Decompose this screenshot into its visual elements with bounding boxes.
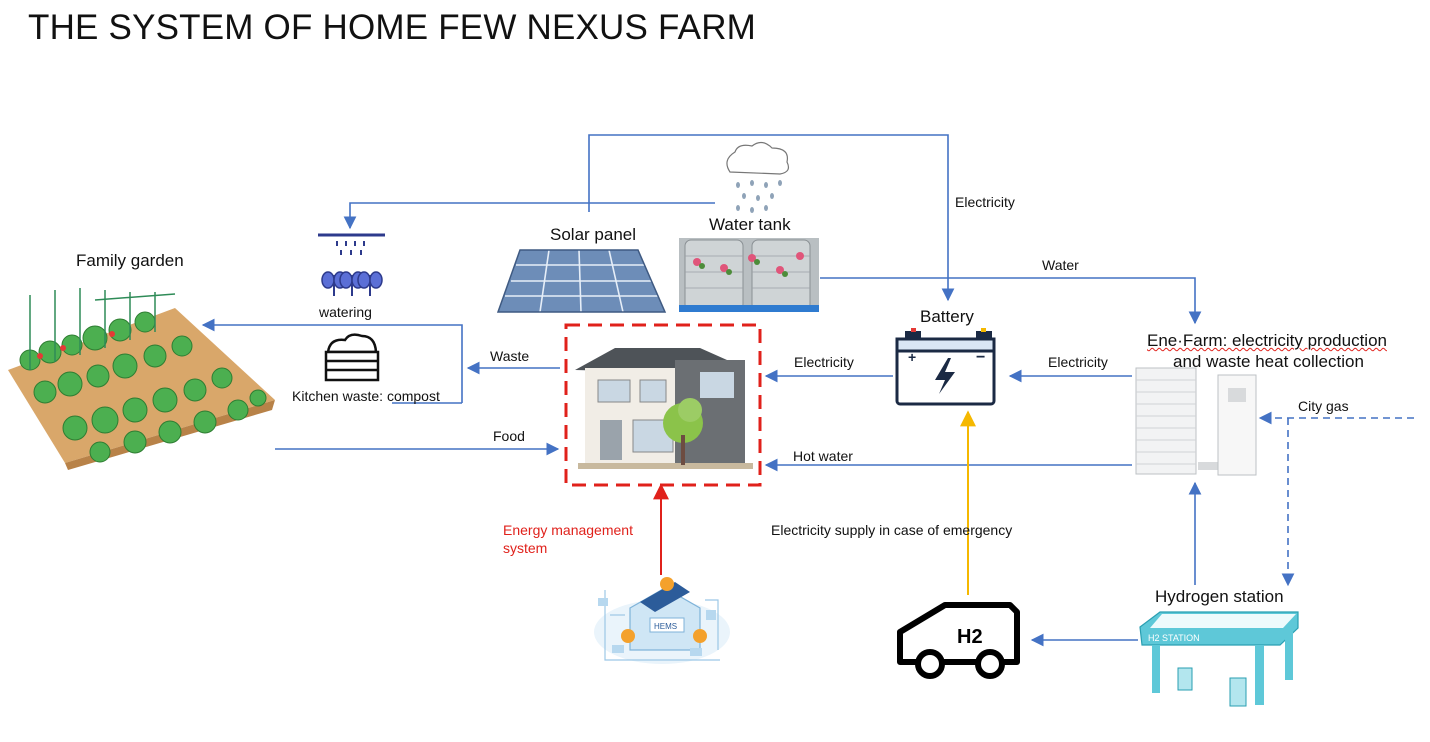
arrow-water-tank-to-enefarm bbox=[820, 277, 1202, 325]
ene-farm-label-line2: and waste heat collection bbox=[1173, 352, 1364, 371]
rain-cloud-icon bbox=[726, 141, 790, 213]
solar-panel-illustration bbox=[496, 249, 667, 313]
ems-label-line2: system bbox=[503, 540, 548, 556]
arrow-city-gas bbox=[1258, 411, 1414, 587]
house-illustration bbox=[564, 323, 762, 487]
hems-sign: HEMS bbox=[654, 622, 677, 631]
solar-panel-label: Solar panel bbox=[550, 225, 637, 244]
hydrogen-station-illustration: H2 STATION bbox=[1139, 611, 1299, 707]
ems-label-line1: Energy management bbox=[503, 522, 633, 538]
h2-station-sign: H2 STATION bbox=[1148, 633, 1200, 643]
ene-farm-illustration bbox=[1135, 367, 1257, 476]
page-title: THE SYSTEM OF HOME FEW NEXUS FARM bbox=[28, 8, 757, 47]
edge-label-hot-water: Hot water bbox=[793, 448, 853, 464]
water-tank-label: Water tank bbox=[709, 215, 791, 234]
ene-farm-label-line1: Ene·Farm: electricity production bbox=[1147, 331, 1387, 350]
edge-label-food: Food bbox=[493, 428, 525, 444]
family-garden-label: Family garden bbox=[76, 251, 184, 270]
edge-label-electricity-to-house: Electricity bbox=[794, 354, 854, 370]
water-tank-illustration bbox=[679, 238, 819, 312]
h2-car-label: H2 bbox=[957, 626, 983, 648]
hems-illustration: HEMS bbox=[594, 577, 730, 664]
edge-label-emergency-supply: Electricity supply in case of emergency bbox=[771, 522, 1013, 538]
edge-label-city-gas: City gas bbox=[1298, 398, 1349, 414]
hydrogen-station-label: Hydrogen station bbox=[1155, 587, 1284, 606]
kitchen-waste-label: Kitchen waste: compost bbox=[292, 388, 440, 404]
edge-label-electricity-from-enefarm: Electricity bbox=[1048, 354, 1108, 370]
watering-label: watering bbox=[319, 304, 372, 320]
h2-car-icon: H2 bbox=[897, 602, 1020, 679]
compost-bin-icon bbox=[324, 333, 380, 382]
svg-text:+: + bbox=[908, 349, 916, 365]
battery-label: Battery bbox=[920, 307, 974, 326]
arrow-compost-to-garden bbox=[201, 318, 463, 404]
arrow-electricity-solar-to-battery bbox=[588, 134, 955, 302]
family-garden-illustration bbox=[8, 288, 275, 470]
svg-text:−: − bbox=[976, 349, 985, 366]
watering-icon bbox=[318, 233, 385, 296]
edge-label-water: Water bbox=[1042, 257, 1079, 273]
edge-label-waste: Waste bbox=[490, 348, 530, 364]
arrow-water-to-watering bbox=[343, 202, 715, 230]
battery-icon: + − bbox=[895, 328, 996, 406]
edge-label-electricity-top: Electricity bbox=[955, 194, 1015, 210]
